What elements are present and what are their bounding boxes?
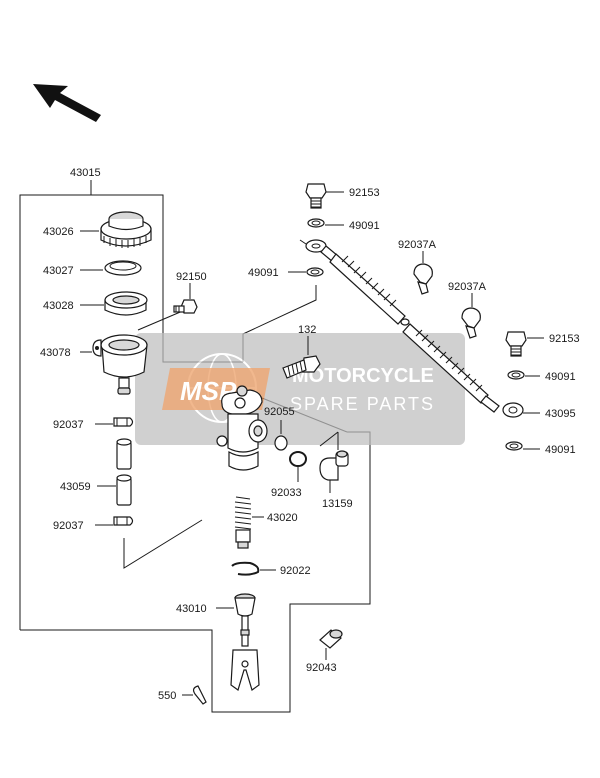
cotter-pin <box>192 685 207 705</box>
washer-top <box>307 218 325 228</box>
label-13159: 13159 <box>322 498 353 510</box>
label-43028: 43028 <box>43 300 74 312</box>
piston-spring <box>234 496 252 549</box>
label-550: 550 <box>158 690 176 702</box>
front-direction-arrow-icon <box>33 84 101 122</box>
brake-hose <box>299 239 524 418</box>
label-92153-right: 92153 <box>549 333 580 345</box>
label-92033: 92033 <box>271 487 302 499</box>
label-92037-upper: 92037 <box>53 419 84 431</box>
reservoir-bolt <box>173 299 198 314</box>
label-43020: 43020 <box>267 512 298 524</box>
label-43095: 43095 <box>545 408 576 420</box>
mount-bolt <box>282 355 321 379</box>
watermark-subtitle: SPARE PARTS <box>290 394 435 414</box>
label-43010: 43010 <box>176 603 207 615</box>
label-92022: 92022 <box>280 565 311 577</box>
hose-fitting <box>319 450 349 481</box>
reservoir <box>92 334 148 395</box>
o-ring <box>274 435 288 451</box>
label-132: 132 <box>298 324 316 336</box>
hose-clamp-a2 <box>461 307 481 339</box>
hose-clamp-a1 <box>413 263 433 295</box>
label-43027: 43027 <box>43 265 74 277</box>
washer-right-lower <box>505 441 523 451</box>
push-rod <box>230 593 260 691</box>
banjo-bolt-top <box>305 183 327 209</box>
label-92037-lower: 92037 <box>53 520 84 532</box>
label-49091-right-upper: 49091 <box>545 371 576 383</box>
diaphragm <box>104 291 148 316</box>
label-92150: 92150 <box>176 271 207 283</box>
diaphragm-plate <box>104 260 142 276</box>
label-49091-right-lower: 49091 <box>545 444 576 456</box>
label-92037A-1: 92037A <box>398 239 437 251</box>
assembly-outline <box>19 180 371 713</box>
label-92037A-2: 92037A <box>448 281 487 293</box>
washer-right-upper <box>507 370 525 380</box>
label-49091-left: 49091 <box>248 267 279 279</box>
washer-left <box>306 267 324 277</box>
banjo-bolt-right <box>505 331 527 357</box>
label-92055: 92055 <box>264 406 295 418</box>
reservoir-cap <box>100 211 152 248</box>
watermark-title: MOTORCYCLE <box>292 365 434 387</box>
label-43015: 43015 <box>70 167 101 179</box>
label-43059: 43059 <box>60 481 91 493</box>
hose-clamp-lower <box>113 516 134 526</box>
watermark: MSP MOTORCYCLE SPARE PARTS <box>135 333 465 445</box>
snap-ring <box>289 451 307 467</box>
master-cylinder-body <box>216 385 268 471</box>
label-49091-top: 49091 <box>349 220 380 232</box>
label-43078: 43078 <box>40 347 71 359</box>
hose-clamp-upper <box>113 417 134 427</box>
clevis-pin <box>319 629 343 649</box>
label-92153-top: 92153 <box>349 187 380 199</box>
circlip <box>231 561 260 576</box>
reservoir-hose <box>116 438 132 506</box>
label-92043: 92043 <box>306 662 337 674</box>
label-43026: 43026 <box>43 226 74 238</box>
